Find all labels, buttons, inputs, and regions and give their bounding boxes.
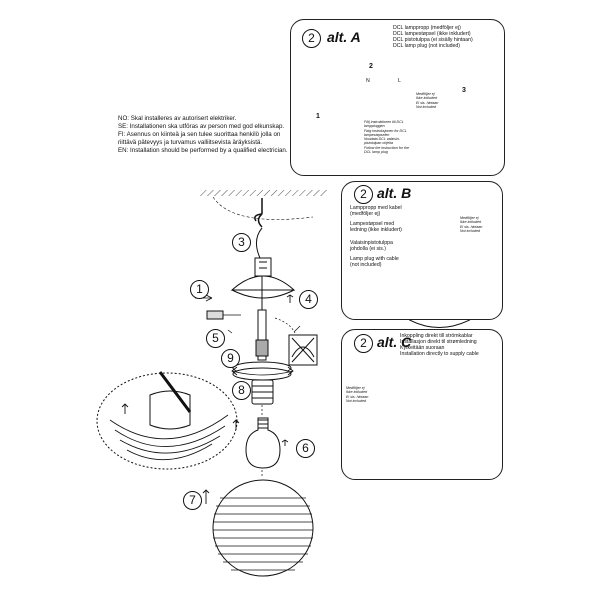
alt-b-item-1: Lamppropp med kabel (medföljer ej)	[350, 205, 402, 218]
step-7-marker: 7	[183, 491, 202, 510]
note-fi-2: riittävä pätevyys ja turvamus valliitsev…	[118, 138, 263, 146]
step-3-marker: 3	[232, 233, 251, 252]
note-en: EN: Installation should be performed by …	[118, 146, 288, 154]
alt-c-title: alt. C	[377, 334, 412, 350]
alt-a-not-included: Medföljer ej Ikke inkludert Ei sis. hint…	[416, 92, 439, 109]
note-se: SE: Installationen ska utföras av person…	[118, 122, 285, 130]
alt-a-title: alt. A	[327, 29, 361, 45]
step-5-marker: 5	[206, 329, 225, 348]
alt-c-line-1: Inkoppling direkt till strömkablar	[400, 333, 473, 339]
alt-b-title: alt. B	[377, 185, 412, 201]
alt-a-line-3: DCL pistotulppa (ei sisälly hintaan)	[393, 37, 473, 43]
alt-c-line-3: Kytkeitään suoraan	[400, 345, 445, 351]
step-8-marker: 8	[232, 381, 251, 400]
note-fi-1: FI: Asennus on kiinteä ja sen tulee suor…	[118, 130, 281, 138]
alt-a-n-label: N	[366, 78, 370, 84]
alt-b-item-3: Valaisinpistotulppa johdolla (ei sis.)	[350, 240, 393, 253]
alt-c-panel: 2 alt. C Inkoppling direkt till strömkab…	[341, 329, 503, 480]
alt-b-not-included: Medföljer ej Ikke inkludert Ei sis. hint…	[460, 216, 483, 233]
step-4-marker: 4	[299, 290, 318, 309]
installation-notes: NO: Skal installeres av autorisert elekt…	[118, 115, 293, 155]
step-9-marker: 9	[221, 349, 240, 368]
step-6-marker: 6	[296, 439, 315, 458]
alt-a-line-2: DCL lampestøpsel (ikke inkludert)	[393, 31, 471, 37]
alt-b-step-number: 2	[354, 185, 373, 204]
step-1-marker: 1	[190, 280, 209, 299]
alt-a-step-number: 2	[302, 29, 321, 48]
main-exploded-illustration	[96, 190, 327, 577]
alt-a-step-3-label: 3	[462, 87, 466, 94]
alt-c-not-included: Medföljer ej Ikke inkludert Ei sis. hint…	[346, 386, 369, 403]
alt-a-instruction: Följ instruktionen till DCL lamppluggen …	[364, 120, 409, 155]
alt-a-step-2-label: 2	[369, 63, 373, 70]
alt-a-line-1: DCL lamppropp (medfölјer ej)	[393, 25, 461, 31]
alt-a-l-label: L	[398, 78, 401, 84]
alt-b-item-2: Lampestøpsel med ledning (ikke inkludert…	[350, 221, 402, 234]
alt-a-panel: 2 alt. A DCL lamppropp (medfölјer ej) DC…	[290, 19, 505, 176]
alt-a-step-1-label: 1	[316, 113, 320, 120]
note-no: NO: Skal installeres av autorisert elekt…	[118, 115, 237, 122]
alt-b-item-4: Lamp plug with cable (not included)	[350, 256, 399, 269]
alt-a-line-4: DCL lamp plug (not included)	[393, 43, 460, 49]
alt-c-line-4: Installation directly to supply cable	[400, 351, 479, 357]
alt-c-line-2: Installasjon direkt til strømledning	[400, 339, 477, 345]
alt-b-panel: 2 alt. B Lamppropp med kabel (medföljer …	[341, 181, 503, 320]
alt-c-step-number: 2	[354, 334, 373, 353]
